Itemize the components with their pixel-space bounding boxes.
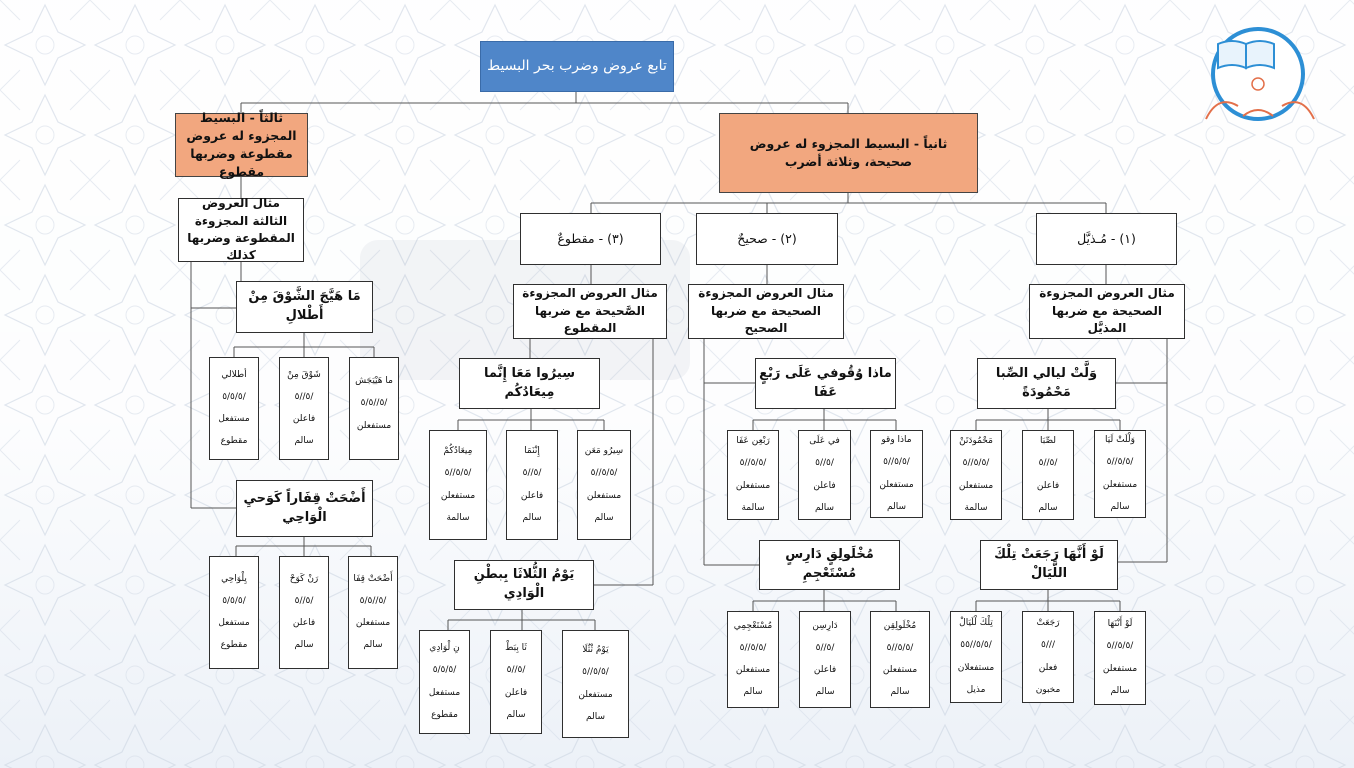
type-label-mudhayyal: (١) - مُـذيَّل	[1036, 213, 1177, 265]
verse-sahih-2: مُخْلَولِقٍ دَارِسٍ مُسْتَعْجِمِ	[759, 540, 900, 590]
book-logo-icon	[1198, 24, 1322, 130]
verse-mudhayyal-2: لَوْ أَنَّهَا رَجَعَتْ تِلْكَ اللَّيَالْ	[980, 540, 1118, 590]
example-label-sahih: مثال العروض المجزوءة الصحيحة مع ضربها ال…	[688, 284, 844, 339]
verse-third-1: مَا هَيَّجَ الشَّوْقَ مِنْ أَطْلالِ	[236, 281, 373, 333]
verse-maqtu-2: يَوْمُ الثُّلاثَا بِبطْنِ الْوَادِي	[454, 560, 594, 610]
heading-third: ثالثاً - البسيط المجزوء له عروض مقطوعة و…	[175, 110, 308, 179]
example-label-mudhayyal: مثال العروض المجزوءة الصحيحة مع ضربها ال…	[1029, 284, 1185, 339]
verse-maqtu-1: سِيرُوا مَعَا إِنَّما مِيعَادُكُم	[459, 358, 600, 409]
heading-second: ثانياً - البسيط المجزوء له عروض صحيحة، و…	[719, 113, 978, 193]
example-label-maqtu: مثال العروض المجزوءة الصَّحيحة مع ضربها …	[513, 284, 667, 339]
type-label-maqtu: (٣) - مقطوعٌ	[520, 213, 661, 265]
verse-sahih-1: ماذا وُقُوفي عَلَى رَبْعٍ عَفَا	[755, 358, 896, 409]
verse-third-2: أَضْحَتْ قِفَاراً كَوَحيِ الْوَاحِي	[236, 480, 373, 537]
example-label-third: مثال العروض الثالثة المجزوءة المقطوعة وض…	[178, 196, 304, 262]
diagram-title: تابع عروض وضرب بحر البسيط	[480, 41, 674, 92]
type-label-sahih: (٢) - صحيحٌ	[696, 213, 838, 265]
verse-mudhayyal-1: وَلَّتْ ليالي الصِّبا مَحْمُودَةً	[977, 358, 1116, 409]
